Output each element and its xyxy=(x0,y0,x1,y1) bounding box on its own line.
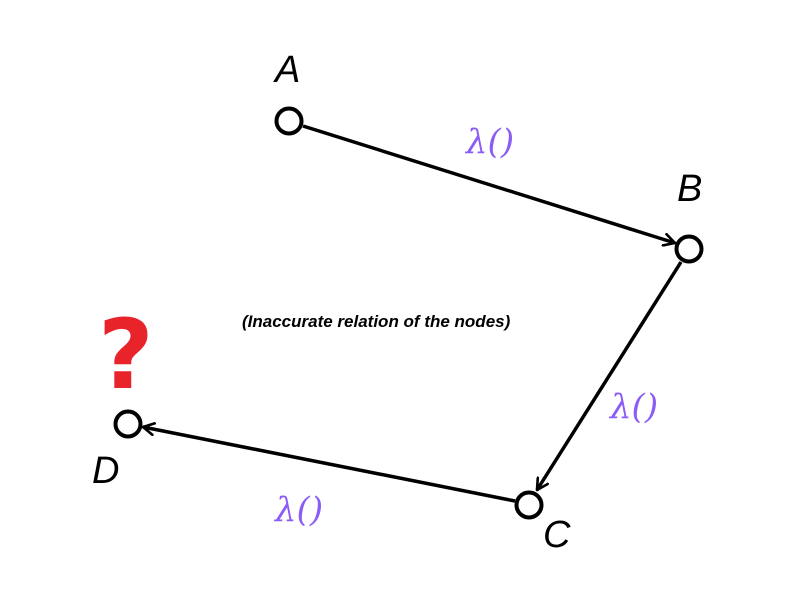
unknown-node-marker: ? xyxy=(98,299,154,411)
edge-label-a-b: λ() xyxy=(464,122,514,162)
edge-c-to-d xyxy=(143,427,516,503)
diagram-caption: (Inaccurate relation of the nodes) xyxy=(242,312,511,331)
node-label-d: D xyxy=(92,450,119,492)
edge-label-c-d: λ() xyxy=(273,490,323,530)
edge-b-to-c xyxy=(535,261,683,490)
node-b xyxy=(674,234,704,264)
edge-a-to-b xyxy=(302,124,675,243)
node-label-a: A xyxy=(273,49,300,91)
node-a xyxy=(274,106,304,136)
node-c xyxy=(514,490,544,520)
node-d xyxy=(113,409,143,439)
edge-label-b-c: λ() xyxy=(608,387,658,427)
node-label-b: B xyxy=(677,168,702,210)
node-label-c: C xyxy=(543,514,571,556)
